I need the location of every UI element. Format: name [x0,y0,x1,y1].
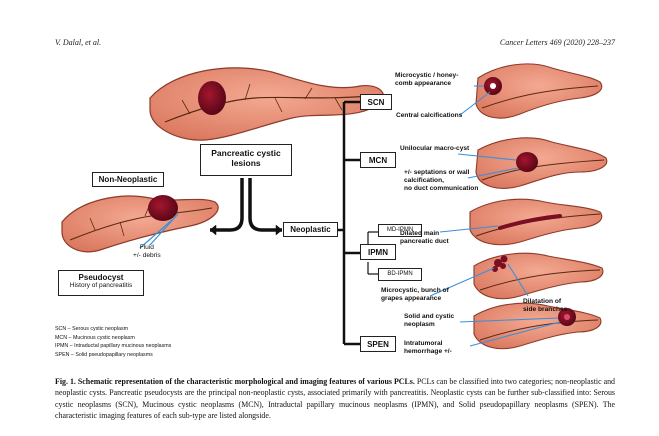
abbreviation-legend: SCN – Serous cystic neoplasm MCN – Mucin… [55,325,171,359]
legend-item: MCN – Mucinous cystic neoplasm [55,334,135,341]
running-header-authors: V. Dalal, et al. [55,38,102,47]
category-box-mcn: MCN [360,152,396,168]
pseudocyst-subtitle: History of pancreatitis [69,282,133,290]
bd-ipmn-feature-grapes: Microcystic, bunch of grapes appearance [381,287,449,302]
pancreas-illustration-mcn [457,137,608,189]
pseudocyst-title: Pseudocyst [78,273,124,282]
category-box-spen: SPEN [360,336,396,352]
caption-text: PCLs can be classified into two categori… [55,377,616,421]
figure-caption: Fig. 1. Schematic representation of the … [55,376,615,422]
category-box-ipmn: IPMN [360,244,396,260]
pancreas-illustration-pseudocyst [61,195,219,253]
running-header-journal: Cancer Letters 469 (2020) 228–237 [499,38,615,47]
pancreas-illustration-md-ipmn [439,198,603,246]
scn-feature-microcystic: Microcystic / honey- comb appearance [395,72,459,87]
pancreatic-cystic-lesions-box: Pancreatic cystic lesions [200,144,292,176]
spen-feature-solid-cystic: Solid and cystic neoplasm [404,313,455,328]
pancreas-illustration-top [149,67,384,141]
scn-feature-calcifications: Central calcifications [396,112,463,119]
fluid-label: Fluid +/- debris [133,244,161,259]
md-ipmn-box: MD-IPMN [378,224,422,237]
spen-feature-hemorrhage: Intratumoral hemorrhage +/- [404,340,452,355]
md-ipmn-feature: Dilated main pancreatic duct [400,230,449,245]
non-neoplastic-box: Non-Neoplastic [92,172,164,187]
caption-label: Fig. 1. Schematic representation of the … [55,377,415,386]
classification-connectors [209,100,378,346]
pancreas-illustration-spen [459,302,602,350]
legend-item: SCN – Serous cystic neoplasm [55,326,129,332]
mcn-feature-septations: +/- septations or wall calcification, no… [404,169,479,192]
bd-ipmn-feature-dilatation: Dilatation of side branches [523,298,568,313]
neoplastic-box: Neoplastic [283,222,338,237]
category-box-scn: SCN [360,94,392,110]
pseudocyst-box: Pseudocyst History of pancreatitis [58,270,144,296]
legend-item: IPMN – Intraductal papillary mucinous ne… [55,343,172,350]
pancreas-illustration-scn [459,63,603,119]
legend-item: SPEN – Solid pseudopapillary neoplasms [55,351,153,358]
bd-ipmn-box: BD-IPMN [378,268,422,281]
mcn-feature-unilocular: Unilocular macro-cyst [400,145,470,152]
pancreas-illustration-bd-ipmn [429,252,604,300]
